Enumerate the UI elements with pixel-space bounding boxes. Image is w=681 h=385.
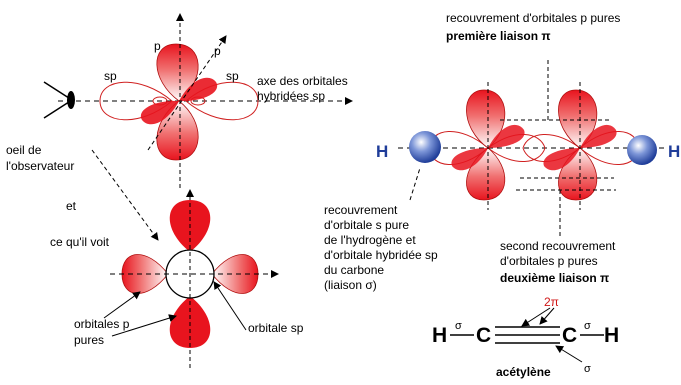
overlap-s-label-4: d'orbitale hybridée sp [324,248,438,262]
p-label-right: p [214,44,221,58]
h-label-left: H [376,142,388,161]
molecule-view: H H [376,60,680,236]
end-view: orbitales p pures orbitale sp [74,189,304,368]
hydrogen-atom-right [627,135,657,165]
side-view: p p sp sp axe des orbitales hybridées sp [43,13,353,188]
observer-label-1: oeil de [6,143,42,157]
overlap-s-label-1: recouvrement [324,203,398,217]
acetylene-label: acétylène [496,365,551,379]
second-overlap-label-2: d'orbitales p pures [500,254,598,268]
pure-p-label-2: pures [74,333,104,347]
hydrogen-atom-left [409,131,441,163]
second-overlap-label-3: deuxième liaison π [500,271,609,285]
overlap-s-label-6: (liaison σ) [324,278,377,292]
orbitale-sp-label: orbitale sp [248,321,304,335]
pure-p-label-1: orbitales p [74,317,130,331]
overlap-top-label-1: recouvrement d'orbitales p pures [446,11,620,25]
formula-sigma-bottom: σ [584,363,591,375]
left-carbon-p-up [466,89,506,149]
eye-icon [43,81,75,119]
formula-c-right: C [562,324,577,347]
h-label-right: H [668,142,680,161]
formula-sigma-right: σ [584,320,591,332]
p-label-left: p [154,39,161,53]
formula-c-left: C [476,324,491,347]
overlap-s-label-3: de l'hydrogène et [324,233,416,247]
formula-h-right: H [604,324,619,347]
sees-label: ce qu'il voit [50,235,110,249]
structural-formula: H σ C 2π C σ H σ acétylène [432,295,619,379]
observer-label-2: l'observateur [6,159,74,173]
right-carbon-p-up [558,89,598,149]
overlap-top-label-2: première liaison π [446,29,551,43]
sp-axis-label-2: hybridées sp [257,89,325,103]
overlap-s-label-2: d'orbitale s pure [324,218,409,232]
formula-h-left: H [432,324,447,347]
sp-label-left: sp [104,69,117,83]
sp-label-right: sp [226,69,239,83]
sp-axis-label-1: axe des orbitales [257,74,348,88]
second-overlap-label-1: second recouvrement [500,239,616,253]
p-lobe-up [156,43,199,102]
et-label: et [66,199,77,213]
formula-sigma-left: σ [455,320,462,332]
overlap-s-label-5: du carbone [324,263,384,277]
formula-two-pi: 2π [544,295,559,309]
